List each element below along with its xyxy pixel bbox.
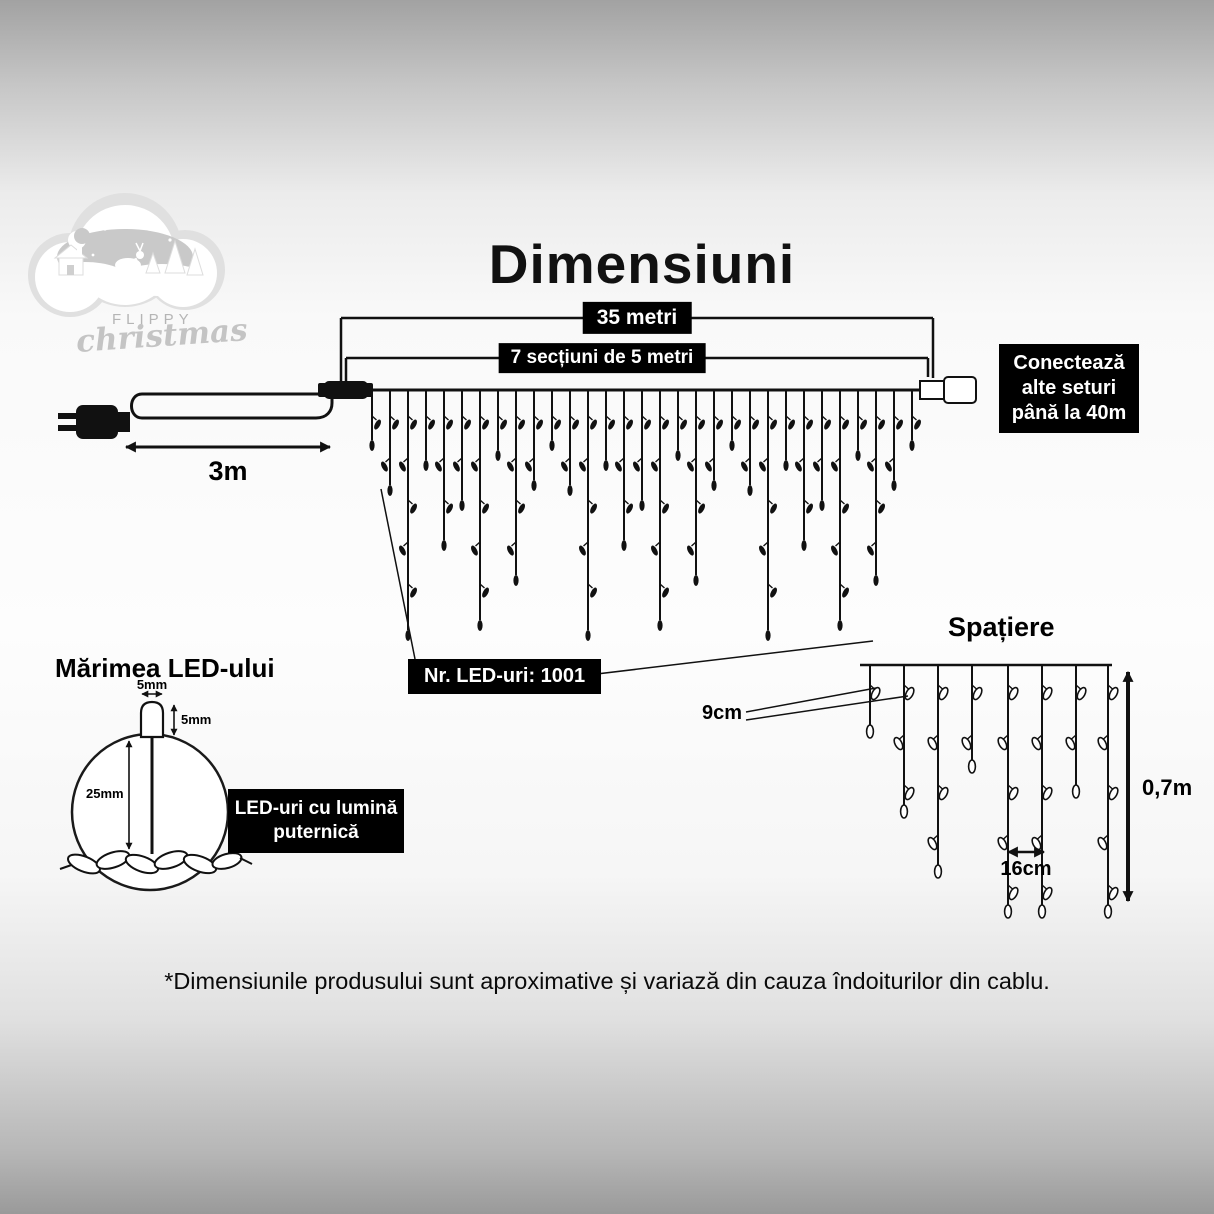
led-count-box: Nr. LED-uri: 1001 [408,659,602,694]
flippy-christmas-logo-icon [28,193,225,317]
connect-note-line1: Conectează [1013,352,1125,374]
connect-note-line2: alte seturi [1021,377,1117,399]
spacing-annotations [745,670,1134,903]
bulb-spacing-label: 9cm [702,702,743,724]
twisted-wire-icon [59,850,253,875]
drop-spacing-label: 16cm [1000,858,1052,880]
led-note-box: LED-uri cu lumină puternică [228,789,404,853]
power-plug-icon [58,405,130,439]
total-length-label: 35 metri [582,301,692,335]
led-size-title: Mărimea LED-ului [55,653,275,683]
led-size-detail [59,690,253,892]
connect-note-line3: până la 40m [1011,402,1127,424]
page-title: Dimensiuni [488,233,796,295]
footnote: *Dimensiunile produsului sunt aproximati… [164,968,1050,994]
icicle-curtain [369,390,922,641]
lead-cable [130,392,334,420]
spacing-curtain [865,665,1119,919]
led-width-label: 5mm [136,677,168,692]
led-note-line1: LED-uri cu lumină [234,798,398,819]
lead-length-label: 3m [208,456,248,486]
spacing-title: Spațiere [948,612,1055,642]
logo-brand-text: FLIPPY [112,311,194,328]
led-count-leaders [380,488,874,677]
led-height-label: 5mm [181,712,212,727]
led-length-label: 25mm [86,786,124,801]
end-connector-icon [919,376,977,404]
led-note-line2: puternică [273,821,359,843]
sections-label: 7 secțiuni de 5 metri [498,343,706,373]
connect-note-box: Conectează alte seturi până la 40m [999,344,1139,433]
drop-height-label: 0,7m [1142,775,1193,800]
inline-connector-icon [318,381,373,399]
